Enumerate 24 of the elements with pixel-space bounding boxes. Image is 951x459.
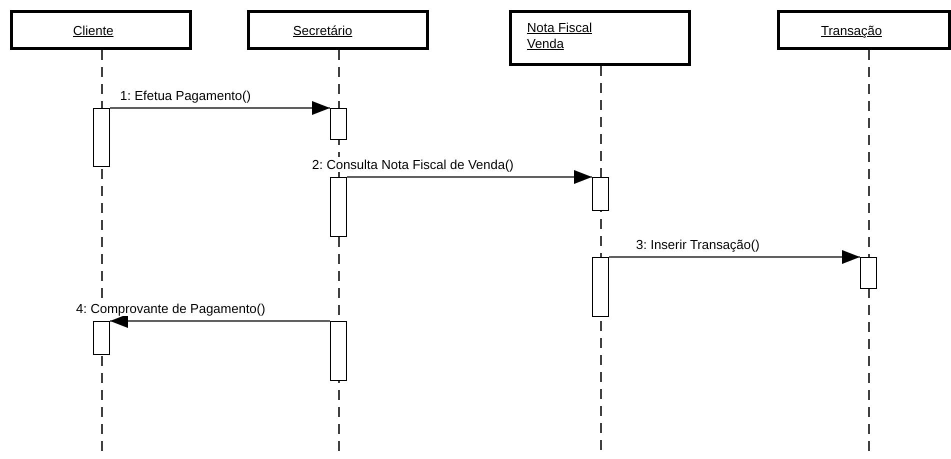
activation-bar (93, 108, 110, 167)
participant-name: Secretário (293, 23, 354, 39)
message-label: 1: Efetua Pagamento() (119, 88, 252, 103)
message-arrow (110, 101, 330, 115)
lifeline-head-box (10, 10, 192, 50)
activation-bar (330, 321, 347, 381)
message-label: 2: Consulta Nota Fiscal de Venda() (311, 157, 515, 172)
participant-name: Transação (821, 23, 883, 39)
participant-name: Nota Fiscal Venda (527, 20, 594, 52)
activation-bar (93, 321, 110, 355)
message-label: 3: Inserir Transação() (635, 237, 761, 252)
lifeline-head-box (509, 10, 691, 66)
lifeline-head-box (247, 10, 429, 50)
message-label: 4: Comprovante de Pagamento() (75, 301, 266, 316)
activation-bar (330, 177, 347, 237)
activation-bar (860, 257, 877, 289)
lifeline-head-box (777, 10, 951, 50)
activation-bar (330, 108, 347, 140)
message-arrow (609, 250, 860, 264)
message-arrow (347, 170, 592, 184)
message-arrow (110, 314, 330, 328)
participant-name: Cliente (73, 23, 114, 39)
activation-bar (592, 177, 609, 211)
activation-bar (592, 257, 609, 317)
